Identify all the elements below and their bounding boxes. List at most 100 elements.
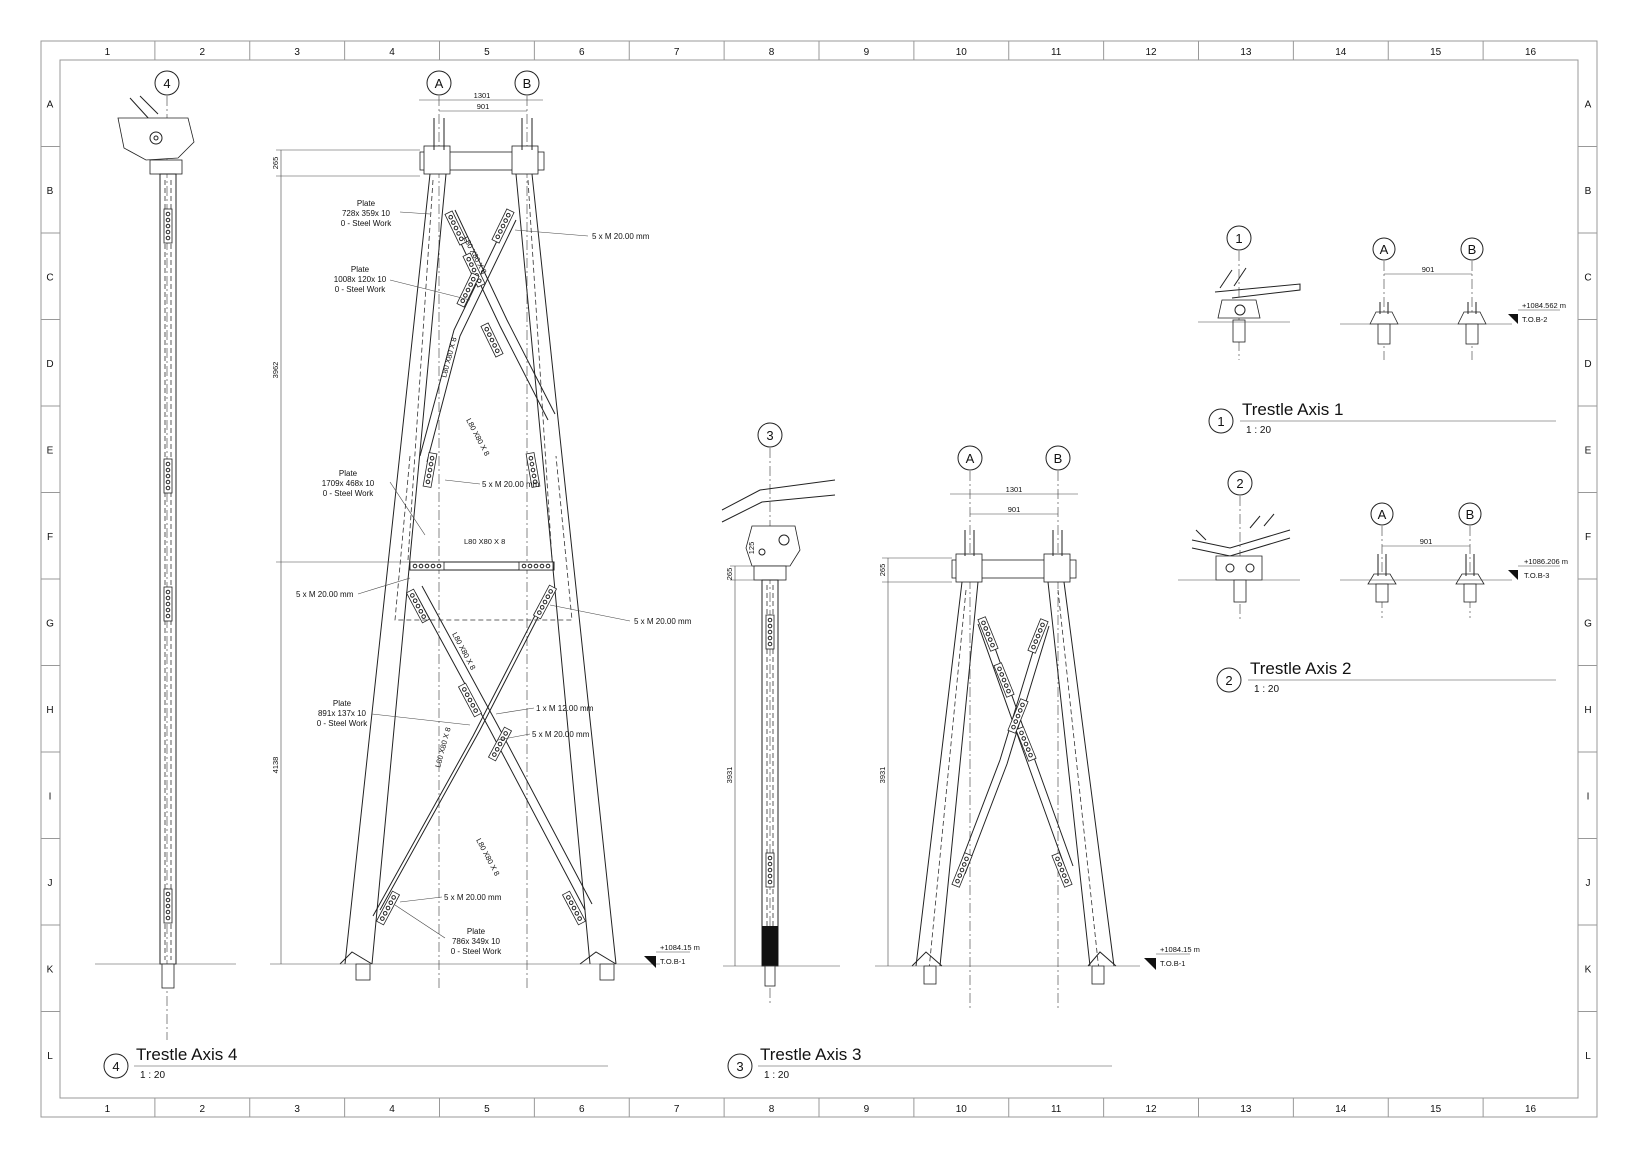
dim-901-main: 901	[477, 102, 490, 111]
grid-col-bottom-14: 14	[1335, 1104, 1347, 1115]
grid-col-bottom-6: 6	[579, 1104, 585, 1115]
grid-col-bottom-12: 12	[1146, 1104, 1158, 1115]
grid-col-top-15: 15	[1430, 47, 1442, 58]
view-title-text-axis-1: Trestle Axis 1	[1242, 400, 1343, 419]
gridline-label-b-v3: B	[1054, 451, 1063, 466]
grid-row-right-H: H	[1584, 705, 1591, 716]
grid-row-left-C: C	[46, 272, 53, 283]
dim-901-v3: 901	[1008, 505, 1021, 514]
note-bolt-4: 5 x M 20.00 mm	[634, 617, 692, 626]
level-tag-main: T.O.B-1	[660, 957, 685, 966]
gridline-bubble-3	[757, 422, 783, 448]
gridline-bubble-1	[1226, 225, 1252, 251]
grid-col-bottom-4: 4	[389, 1104, 395, 1115]
grid-col-top-12: 12	[1146, 47, 1158, 58]
gridline-bubble-a	[426, 70, 452, 96]
view-trestle-axis-3-column: 3 265 125 3931	[721, 422, 840, 1005]
grid-col-bottom-13: 13	[1240, 1104, 1252, 1115]
note-bolt-6: 5 x M 20.00 mm	[444, 893, 502, 902]
grid-row-left-K: K	[47, 964, 54, 975]
dim-4138: 4138	[271, 757, 280, 774]
gridline-bubble-b-v2	[1458, 502, 1482, 526]
grid-row-right-L: L	[1585, 1051, 1591, 1062]
grid-row-right-K: K	[1585, 964, 1592, 975]
grid-col-top-4: 4	[389, 47, 395, 58]
grid-reference-border: 1122334455667788991010111112121313141415…	[41, 41, 1597, 1117]
gridline-label-3: 3	[766, 428, 773, 443]
level-marker-v3	[1144, 958, 1156, 970]
dim-1301-main: 1301	[474, 91, 491, 100]
grid-col-top-9: 9	[864, 47, 870, 58]
note-bolt-2: 5 x M 20.00 mm	[482, 480, 540, 489]
dim-3931-col3: 3931	[725, 767, 734, 784]
grid-row-left-E: E	[47, 445, 54, 456]
dim-3931-v3: 3931	[878, 767, 887, 784]
svg-text:3: 3	[736, 1059, 743, 1074]
gridline-bubble-a-v2	[1370, 502, 1394, 526]
view-title-axis-1: 1 Trestle Axis 1 1 : 20	[1208, 400, 1556, 436]
dim-265-v3: 265	[878, 564, 887, 577]
gridline-label-a: A	[435, 76, 444, 91]
gridline-bubble-b	[514, 70, 540, 96]
grid-row-right-A: A	[1585, 99, 1592, 110]
grid-col-bottom-3: 3	[294, 1104, 300, 1115]
view-scale-axis-3: 1 : 20	[764, 1070, 789, 1081]
view-title-axis-3: 3 Trestle Axis 3 1 : 20	[727, 1045, 1112, 1081]
view-scale-axis-1: 1 : 20	[1246, 425, 1271, 436]
note-angle-6: L80 X80 X 8	[474, 837, 501, 878]
gridline-bubble-2	[1227, 470, 1253, 496]
grid-col-bottom-16: 16	[1525, 1104, 1537, 1115]
note-bolt-5: 5 x M 20.00 mm	[532, 730, 590, 739]
gridline-label-b: B	[523, 76, 532, 91]
svg-text:2: 2	[1225, 673, 1232, 688]
view-trestle-axis-4: 4	[95, 70, 236, 1040]
level-value-main: +1084.15 m	[660, 943, 700, 952]
inner-frame	[59, 59, 1579, 1099]
grid-col-top-16: 16	[1525, 47, 1537, 58]
gridline-bubble-a-v1	[1372, 237, 1396, 261]
gridline-label-4: 4	[163, 76, 170, 91]
outer-frame	[40, 40, 1598, 1118]
svg-text:4: 4	[112, 1059, 119, 1074]
grid-row-right-I: I	[1587, 791, 1590, 802]
grid-row-right-C: C	[1584, 272, 1591, 283]
grid-col-top-8: 8	[769, 47, 775, 58]
level-tag-v1: T.O.B-2	[1522, 315, 1547, 324]
dim-125-col3: 125	[747, 542, 756, 555]
grid-col-bottom-8: 8	[769, 1104, 775, 1115]
grid-col-bottom-10: 10	[956, 1104, 968, 1115]
trestle-elevation-main: A B 1301 901	[270, 70, 700, 990]
gridline-bubble-a-v3	[957, 445, 983, 471]
grid-col-top-13: 13	[1240, 47, 1252, 58]
gridline-bubble-b-v1	[1460, 237, 1484, 261]
grid-col-bottom-9: 9	[864, 1104, 870, 1115]
gridline-label-a-v1: A	[1380, 242, 1389, 257]
level-tag-v3: T.O.B-1	[1160, 959, 1185, 968]
grid-row-left-F: F	[47, 532, 53, 543]
level-tag-v2: T.O.B-3	[1524, 571, 1549, 580]
view-trestle-axis-2: 2 A B 901 +1086.206 m T.O.B-3	[1178, 470, 1568, 620]
view-scale-axis-4: 1 : 20	[140, 1070, 165, 1081]
grid-row-left-I: I	[49, 791, 52, 802]
view-trestle-axis-1: 1 A B 901 +1084.562 m T.O.B-2	[1198, 225, 1566, 360]
grid-col-top-1: 1	[105, 47, 111, 58]
grid-row-left-A: A	[47, 99, 54, 110]
grid-row-right-J: J	[1586, 878, 1591, 889]
grid-col-top-11: 11	[1051, 47, 1062, 58]
dim-901-v2: 901	[1420, 537, 1433, 546]
note-angle-3: L80 X80 X 8	[464, 417, 491, 458]
level-value-v3: +1084.15 m	[1160, 945, 1200, 954]
gridline-label-1: 1	[1235, 231, 1242, 246]
grid-row-right-F: F	[1585, 532, 1591, 543]
grid-row-right-G: G	[1584, 618, 1592, 629]
dim-3962: 3962	[271, 362, 280, 379]
grid-row-left-B: B	[47, 186, 54, 197]
grid-col-top-5: 5	[484, 47, 490, 58]
view-trestle-axis-3: A B 1301 901 265 3931 +1084.15 m T.O.B-1	[875, 445, 1200, 1010]
grid-col-bottom-5: 5	[484, 1104, 490, 1115]
grid-col-top-14: 14	[1335, 47, 1347, 58]
